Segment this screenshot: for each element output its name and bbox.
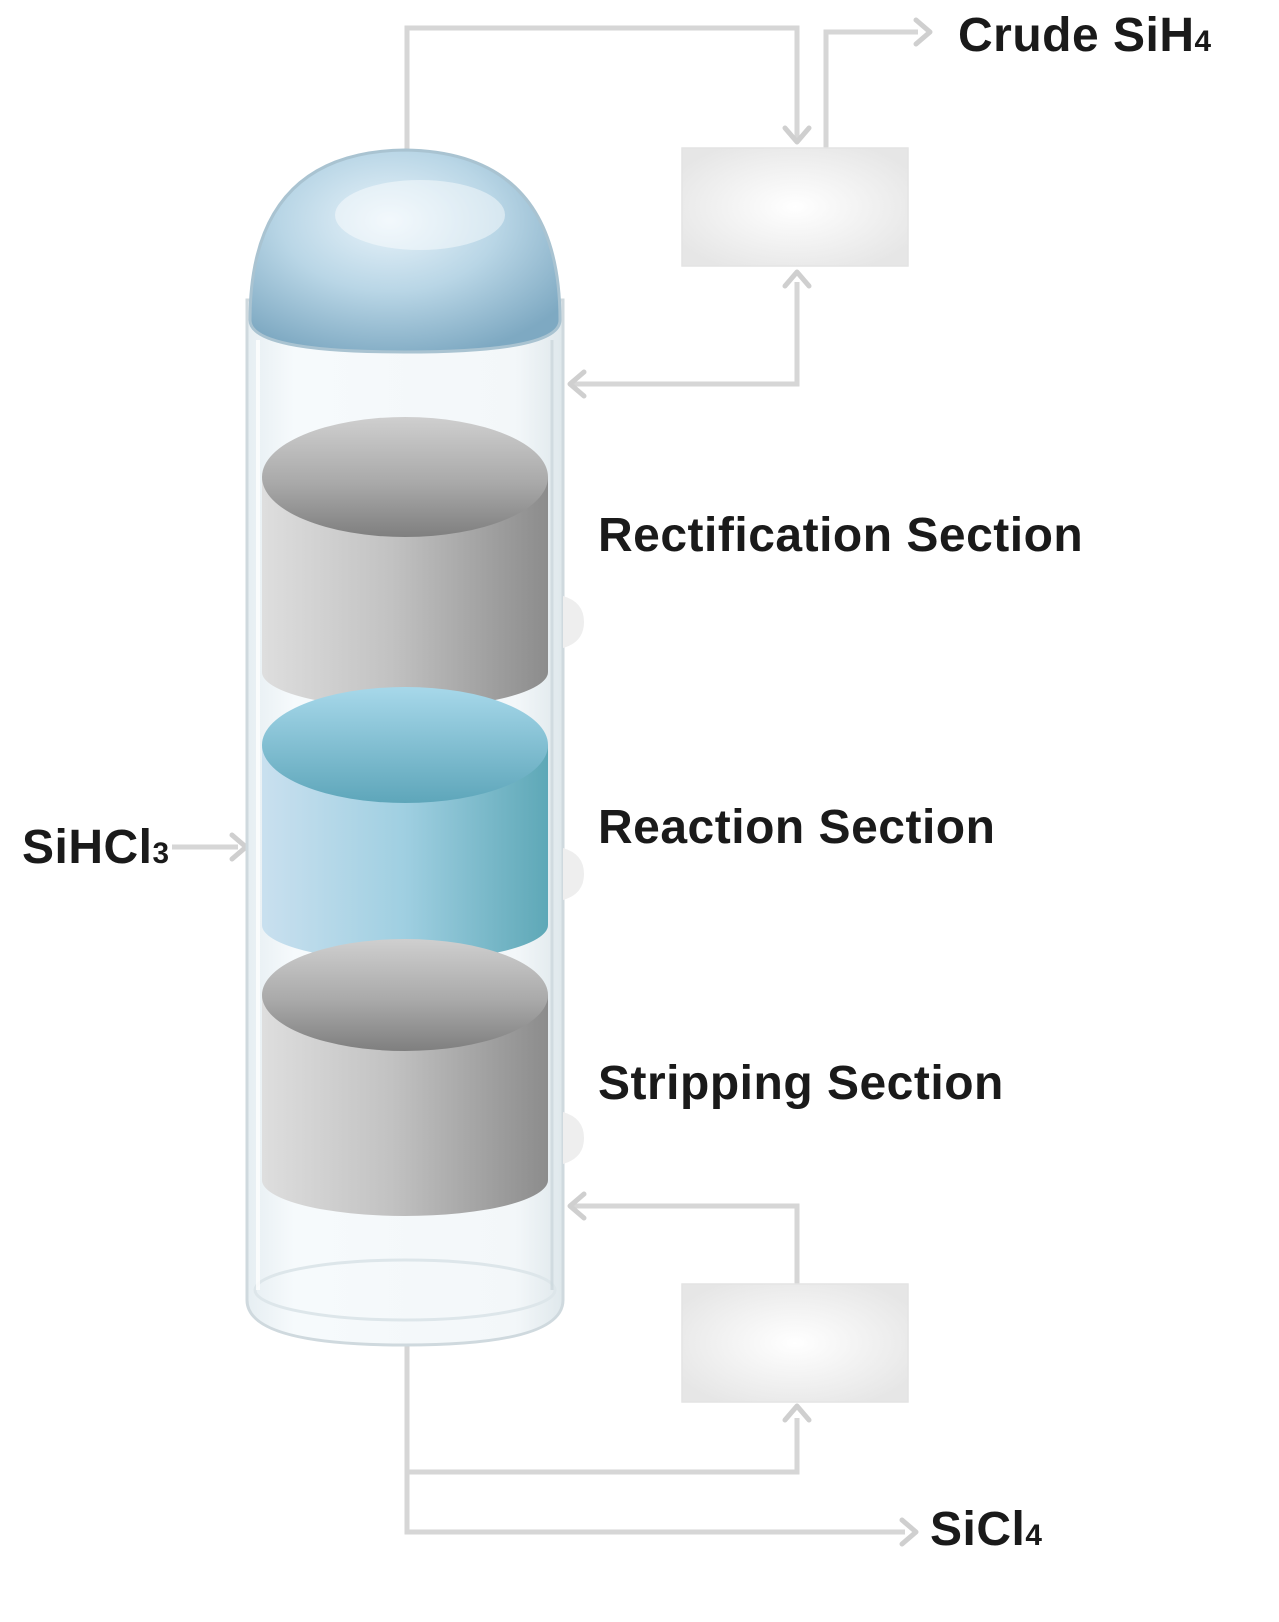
rectification-packing-top: [262, 417, 548, 537]
reflux-return-pipe: [574, 282, 800, 387]
nozzle-lower: [563, 1112, 584, 1164]
reboiler-feed-pipe: [407, 1418, 800, 1475]
bottoms-outlet-pipe: [404, 1345, 905, 1535]
reaction-section-label: Reaction Section: [598, 801, 996, 854]
rectification-section-label: Rectification Section: [598, 509, 1084, 562]
nozzle-middle: [563, 848, 584, 900]
sicl4-label: SiCl4: [930, 1503, 1043, 1556]
reboiler-box: [681, 1283, 909, 1403]
reboiler-vapor-return-pipe: [574, 1203, 800, 1285]
stripping-packing: [262, 939, 548, 1216]
crude-sih4-label: Crude SiH4: [958, 9, 1212, 62]
arrow-up-reboiler-icon: [782, 1403, 812, 1423]
stripping-packing-body: [262, 995, 548, 1216]
column-dome: [248, 148, 562, 354]
sihcl3-feed-label: SiHCl3: [22, 821, 170, 874]
reaction-packing-top: [262, 687, 548, 803]
reaction-packing-body: [262, 745, 548, 961]
rectification-packing: [262, 417, 548, 708]
stripping-section-label: Stripping Section: [598, 1057, 1004, 1110]
overhead-vapor-pipe: [404, 25, 800, 150]
arrow-right-crude-sih4-icon: [913, 17, 933, 47]
arrow-up-condenser-icon: [782, 269, 812, 289]
dome-highlight: [335, 180, 505, 250]
flow-arrows: [229, 17, 933, 1547]
arrow-left-reflux-icon: [567, 369, 587, 399]
condenser-box: [681, 147, 909, 267]
arrow-down-condenser-icon: [782, 125, 812, 145]
column-bottom-rim: [253, 1258, 557, 1322]
nozzle-upper: [563, 596, 584, 648]
stripping-packing-top: [262, 939, 548, 1051]
arrow-right-sicl4-icon: [899, 1517, 919, 1547]
crude-sih4-outlet-pipe: [823, 29, 918, 150]
side-nozzles: [563, 596, 584, 1164]
arrow-left-reboiler-return-icon: [567, 1191, 587, 1221]
rectification-packing-body: [262, 477, 548, 708]
pipe-network: [172, 25, 918, 1535]
reaction-packing: [262, 687, 548, 961]
